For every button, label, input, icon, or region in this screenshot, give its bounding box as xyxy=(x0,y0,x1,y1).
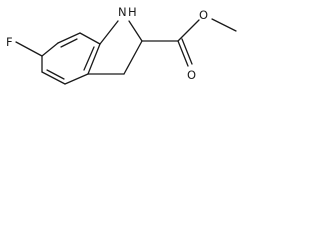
bond-benzene-1 xyxy=(79,32,101,45)
bond-ester-o-methyl xyxy=(211,18,237,32)
ester-oxygen-label: O xyxy=(199,8,208,22)
bond-benzene-double-2 xyxy=(46,69,65,80)
bond-benzene-double-3 xyxy=(83,46,95,71)
amine-n-label: N xyxy=(118,5,127,19)
bond-ring-c2-c3 xyxy=(123,40,143,75)
bond-c-f xyxy=(15,41,43,57)
bond-ring-c7a-n xyxy=(99,20,119,45)
bond-carbonyl-ester-o xyxy=(177,19,200,42)
pyrrolidine-ring xyxy=(87,20,143,75)
fluorine-label: F xyxy=(6,35,13,49)
amine-h-label: H xyxy=(128,5,137,19)
bond-benzene-6 xyxy=(64,73,89,85)
bond-carbonyl-oxygen-1 xyxy=(177,40,189,67)
carbonyl-oxygen-label: O xyxy=(187,68,196,82)
bond-carbonyl-oxygen-2 xyxy=(181,38,193,65)
bond-benzene-2 xyxy=(57,32,81,44)
structure-diagram: F N H O O xyxy=(6,5,237,85)
ester-group xyxy=(141,18,237,67)
bond-ring-n-c2 xyxy=(128,20,143,42)
bond-benzene-double-1 xyxy=(60,38,78,48)
bond-benzene-5 xyxy=(41,71,66,85)
bond-benzene-7 xyxy=(87,43,101,75)
bond-benzene-3 xyxy=(41,42,59,57)
benzene-ring xyxy=(41,32,101,85)
